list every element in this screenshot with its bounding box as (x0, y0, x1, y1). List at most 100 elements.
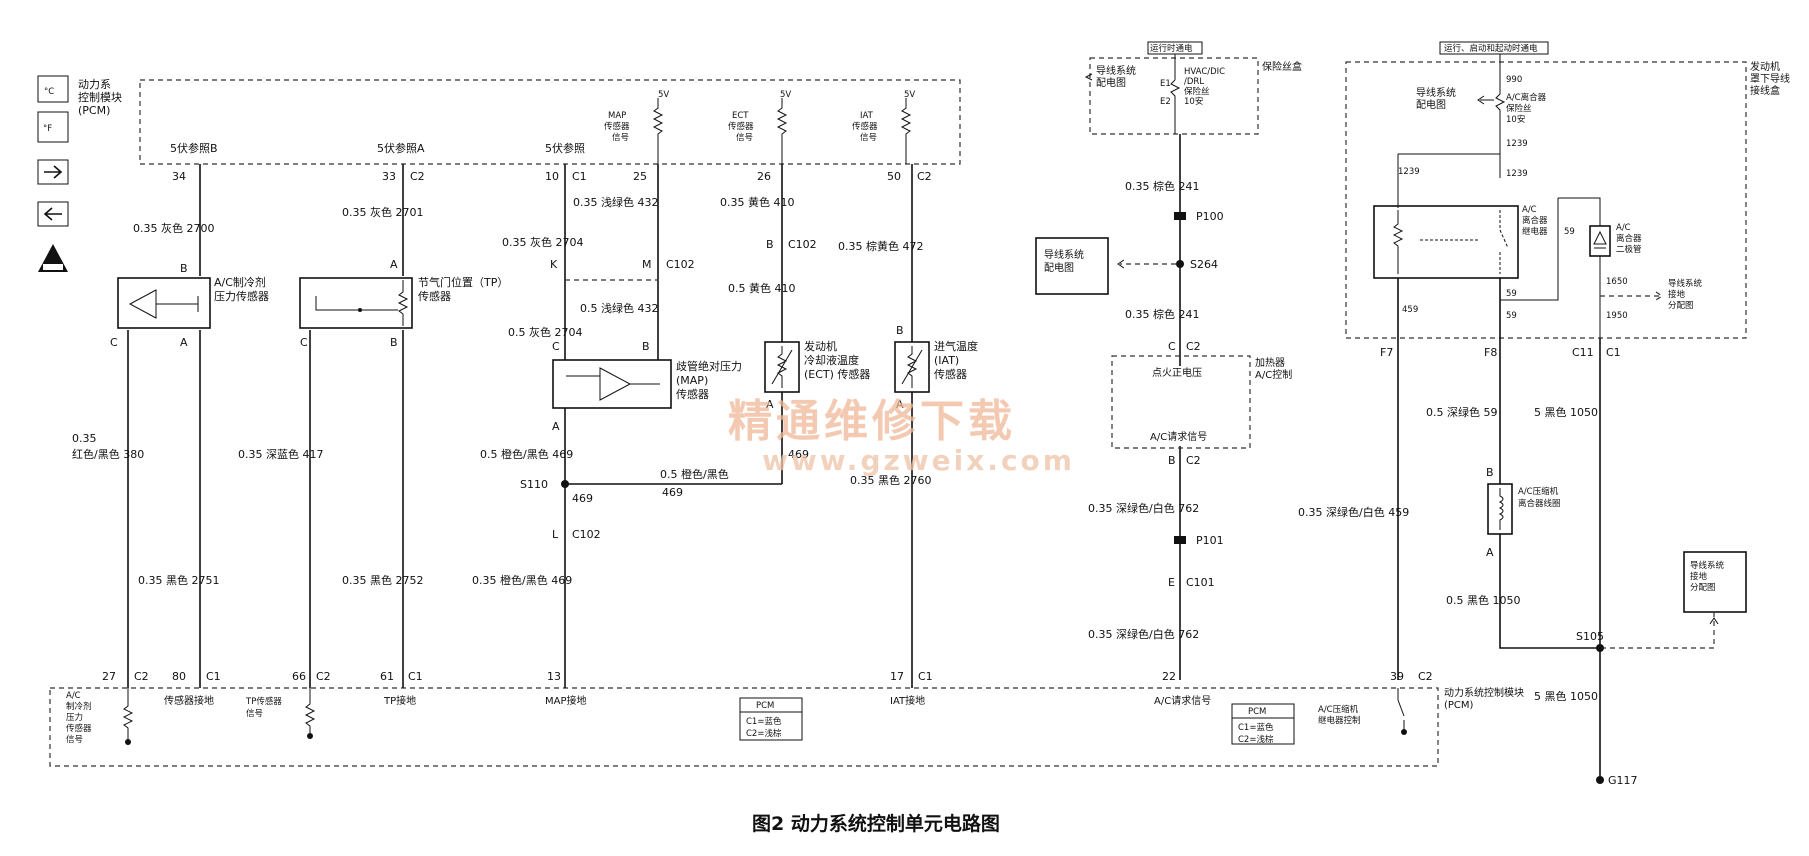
svg-text:990: 990 (1506, 75, 1522, 85)
svg-text:TP传感器信号: TP传感器信号 (245, 696, 282, 719)
svg-text:B: B (1168, 454, 1176, 467)
svg-text:5V: 5V (904, 90, 915, 100)
svg-text:13: 13 (547, 670, 561, 683)
svg-text:MAP接地: MAP接地 (545, 694, 587, 707)
svg-text:0.35 深绿色/白色 459: 0.35 深绿色/白色 459 (1298, 505, 1409, 519)
svg-text:P100: P100 (1196, 210, 1224, 223)
svg-text:26: 26 (757, 170, 771, 183)
ect-sensor: 发动机冷却液温度(ECT) 传感器 A (764, 339, 870, 411)
watermark-url: www.gzweix.com (762, 444, 1075, 477)
ref-5v-a: 5伏参照A (377, 141, 425, 155)
svg-text:5 黑色 1050: 5 黑色 1050 (1534, 689, 1598, 703)
svg-text:0.35 棕黄色 472: 0.35 棕黄色 472 (838, 239, 923, 253)
svg-text:27: 27 (102, 670, 116, 683)
svg-text:459: 459 (1402, 305, 1418, 315)
svg-text:469: 469 (662, 486, 683, 499)
svg-text:A: A (896, 398, 904, 411)
svg-text:1950: 1950 (1606, 311, 1628, 321)
svg-text:0.35 黑色 2752: 0.35 黑色 2752 (342, 573, 423, 587)
temperature-icon: °C (37, 75, 69, 103)
heater-ac-control (1111, 355, 1251, 449)
svg-text:0.35: 0.35 (72, 432, 97, 445)
ref-5v: 5伏参照 (545, 141, 585, 155)
svg-text:5V: 5V (780, 90, 791, 100)
svg-text:导线系统配电图: 导线系统配电图 (1096, 64, 1136, 89)
svg-text:发动机罩下导线接线盒: 发动机罩下导线接线盒 (1750, 60, 1790, 97)
svg-text:IAT接地: IAT接地 (890, 694, 925, 707)
svg-text:动力系统控制模块(PCM): 动力系统控制模块(PCM) (1444, 686, 1524, 711)
svg-text:34: 34 (172, 170, 186, 183)
svg-text:0.35 灰色 2701: 0.35 灰色 2701 (342, 205, 423, 219)
svg-text:C102: C102 (788, 238, 817, 251)
svg-text:A/C压缩机继电器控制: A/C压缩机继电器控制 (1318, 704, 1361, 726)
svg-text:C101: C101 (1186, 576, 1215, 589)
svg-text:0.35 灰色 2704: 0.35 灰色 2704 (502, 235, 583, 249)
tp-signal-resistor: TP传感器信号 (245, 688, 316, 739)
svg-text:0.35 黑色 2751: 0.35 黑色 2751 (138, 573, 219, 587)
svg-text:E: E (1168, 576, 1175, 589)
svg-text:B: B (180, 262, 188, 275)
svg-text:50: 50 (887, 170, 901, 183)
pcm-legend-box-2: PCM C1=蓝色 C2=浅棕 (1231, 703, 1295, 745)
svg-text:25: 25 (633, 170, 647, 183)
arrow-right-icon (37, 159, 69, 185)
svg-text:A/C请求信号: A/C请求信号 (1154, 694, 1211, 707)
svg-text:C2: C2 (1418, 670, 1433, 683)
svg-text:C1=蓝色: C1=蓝色 (1238, 722, 1274, 733)
svg-text:0.5 灰色 2704: 0.5 灰色 2704 (508, 325, 582, 339)
svg-text:C1: C1 (408, 670, 423, 683)
svg-text:红色/黑色 380: 红色/黑色 380 (72, 447, 144, 461)
svg-text:导线系统配电图: 导线系统配电图 (1044, 248, 1084, 274)
svg-text:59: 59 (1564, 227, 1575, 237)
svg-text:0.35 深绿色/白色 762: 0.35 深绿色/白色 762 (1088, 501, 1199, 515)
svg-text:0.5 黄色 410: 0.5 黄色 410 (728, 281, 795, 295)
warning-icon (38, 244, 68, 272)
svg-text:导线系统接地分配图: 导线系统接地分配图 (1690, 560, 1725, 593)
pcm-top-label: 动力系控制模块(PCM) (78, 78, 122, 117)
svg-text:0.35 棕色 241: 0.35 棕色 241 (1125, 307, 1199, 321)
svg-text:发动机冷却液温度(ECT) 传感器: 发动机冷却液温度(ECT) 传感器 (804, 339, 870, 381)
splice-s110 (561, 480, 569, 488)
svg-text:导线系统配电图: 导线系统配电图 (1416, 86, 1456, 111)
right-top-tag (1439, 41, 1549, 55)
svg-text:0.35 黄色 410: 0.35 黄色 410 (720, 195, 794, 209)
svg-text:0.5 深绿色 59: 0.5 深绿色 59 (1426, 405, 1497, 419)
svg-text:10: 10 (545, 170, 559, 183)
svg-text:1650: 1650 (1606, 277, 1628, 287)
svg-text:0.35 灰色 2700: 0.35 灰色 2700 (133, 221, 214, 235)
svg-text:M: M (642, 258, 652, 271)
power-ref-box (1035, 237, 1109, 295)
svg-text:B: B (390, 336, 398, 349)
svg-text:5 黑色 1050: 5 黑色 1050 (1534, 405, 1598, 419)
svg-text:E1: E1 (1160, 79, 1171, 89)
svg-text:33: 33 (382, 170, 396, 183)
watermark-cn: 精通维修下载 (728, 396, 1016, 447)
svg-text:61: 61 (380, 670, 394, 683)
svg-text:S264: S264 (1190, 258, 1218, 271)
svg-text:0.35 深蓝色 417: 0.35 深蓝色 417 (238, 447, 323, 461)
svg-text:导线系统接地分配图: 导线系统接地分配图 (1668, 278, 1703, 311)
ground-ref-box (1683, 551, 1747, 613)
svg-text:保险丝盒: 保险丝盒 (1262, 60, 1302, 73)
svg-text:0.5 橙色/黑色: 0.5 橙色/黑色 (660, 467, 729, 481)
svg-text:F7: F7 (1380, 346, 1393, 359)
svg-text:K: K (550, 258, 558, 271)
map-sensor: C B 歧管绝对压力(MAP)传感器 A (552, 340, 742, 433)
pcm-legend-box-1: PCM C1=蓝色 C2=浅棕 (739, 697, 803, 741)
svg-text:1239: 1239 (1398, 167, 1420, 177)
ac-compressor-clutch-coil: B A/C压缩机离合器线圈 A (1486, 466, 1561, 559)
svg-text:点火正电压: 点火正电压 (1152, 366, 1202, 379)
svg-text:C1=蓝色: C1=蓝色 (746, 716, 782, 727)
svg-text:C2: C2 (316, 670, 331, 683)
svg-text:A/C压缩机离合器线圈: A/C压缩机离合器线圈 (1518, 486, 1561, 509)
svg-text:PCM: PCM (756, 701, 774, 711)
svg-text:运行、启动和起动时通电: 运行、启动和起动时通电 (1444, 43, 1538, 54)
svg-text:1239: 1239 (1506, 139, 1528, 149)
